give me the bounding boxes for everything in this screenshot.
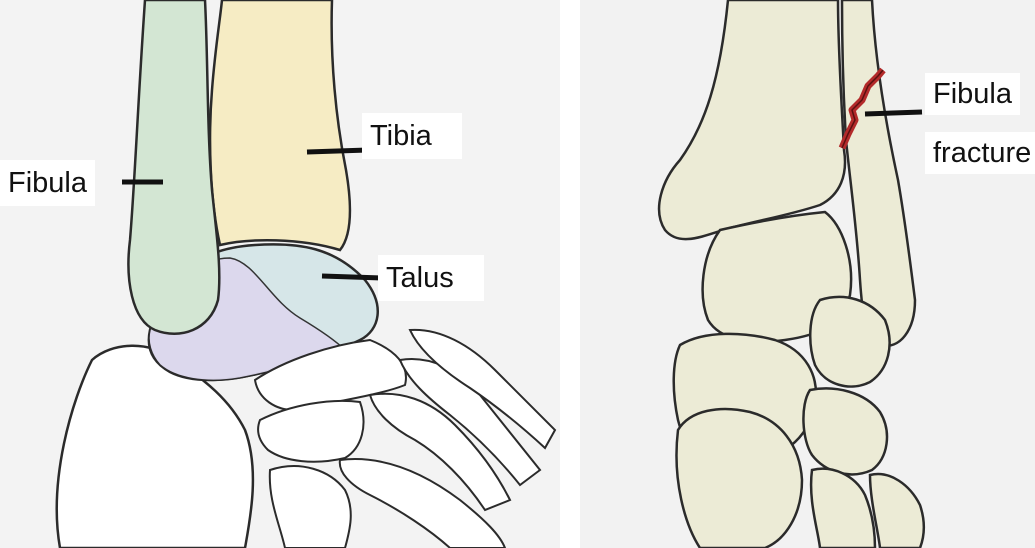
navicular-bone-right: [810, 297, 889, 387]
fibula-label: Fibula: [0, 160, 95, 206]
tibia-label: Tibia: [362, 113, 462, 159]
ankle-anatomy-panel: Fibula Tibia Talus: [0, 0, 560, 548]
fibula-fracture-label-line2: fracture: [925, 132, 1035, 174]
tibia-bone: [210, 0, 350, 250]
fibula-fracture-label-line1: Fibula: [925, 73, 1020, 115]
fracture-leader-line: [865, 112, 922, 114]
tibia-leader-line: [307, 150, 368, 152]
fibula-bone: [128, 0, 219, 334]
fibula-fracture-panel: Fibula fracture: [580, 0, 1035, 548]
talus-label: Talus: [378, 255, 484, 301]
talus-leader-line: [322, 276, 382, 278]
